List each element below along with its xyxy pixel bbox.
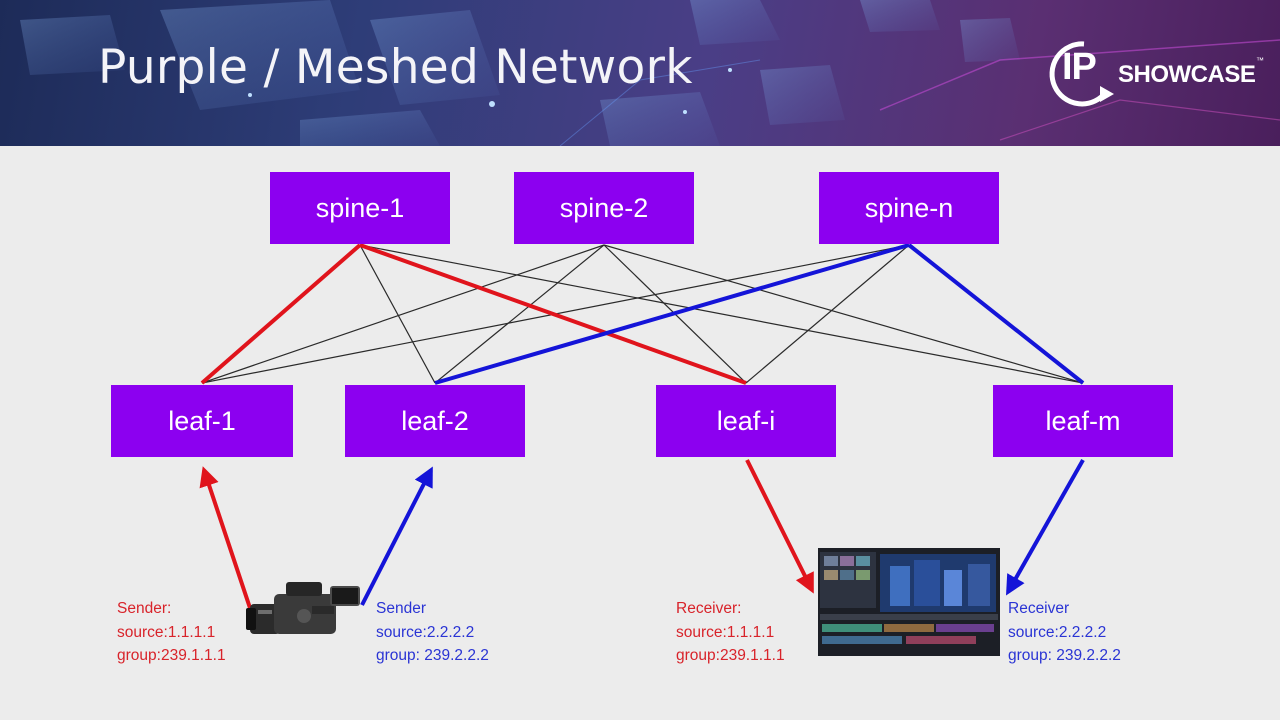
red-path-spine-1-leaf-1 [200,243,362,385]
mesh-link-spine-1-leaf-2 [359,244,436,384]
red-path-spine-1-leaf-i [359,243,747,385]
spine-2-label: spine-2 [559,192,649,223]
caption-line: Receiver [1008,600,1070,617]
slide-title: Purple / Meshed Network [98,40,693,95]
logo-ip-text: IP [1062,46,1097,88]
blue-path-spine-n-leaf-2 [434,243,910,385]
sender-blue-caption: Sender source:2.2.2.2 group: 239.2.2.2 [376,597,489,668]
highlighted-paths [200,243,1085,385]
ip-showcase-logo: IP SHOWCASE ™ [1044,40,1270,108]
mesh-link-spine-1-leaf-m [359,244,1084,384]
receiver-blue-caption: Receiver source:2.2.2.2 group: 239.2.2.2 [1008,597,1121,668]
receiver-red-caption: Receiver: source:1.1.1.1 group:239.1.1.1 [676,597,785,668]
caption-line: group: 239.2.2.2 [1008,647,1121,664]
mesh-link-spine-2-leaf-1 [201,244,605,384]
leaf-2-node: leaf-2 [345,385,525,457]
blue-path-spine-n-leaf-m [907,243,1085,385]
caption-line: source:2.2.2.2 [376,623,475,641]
spine-1-label: spine-1 [315,192,405,223]
caption-line: group:239.1.1.1 [676,647,785,664]
header-banner: Purple / Meshed Network IP SHOWCASE ™ [0,0,1280,146]
caption-line: source:2.2.2.2 [1008,623,1107,641]
caption-line: Sender [376,600,426,617]
sender-blue-arrow [360,466,433,606]
caption-line: source:1.1.1.1 [117,623,216,641]
leaf-i-label: leaf-i [716,405,776,436]
leaf-i-node: leaf-i [656,385,836,457]
leaf-2-label: leaf-2 [401,405,469,436]
logo-wordmark: SHOWCASE [1118,61,1256,88]
receiver-blue-arrow [1006,459,1085,596]
logo-trademark: ™ [1256,56,1264,65]
caption-line: group:239.1.1.1 [117,647,226,664]
caption-line: Sender: [117,600,172,617]
mesh-link-spine-n-leaf-i [745,244,910,384]
mesh-link-spine-2-leaf-m [603,244,1084,384]
sender-red-caption: Sender: source:1.1.1.1 group:239.1.1.1 [117,597,226,668]
spine-n-label: spine-n [864,192,954,223]
sender-red-arrow [199,466,252,609]
leaf-m-node: leaf-m [993,385,1173,457]
caption-line: group: 239.2.2.2 [376,647,489,664]
caption-line: source:1.1.1.1 [676,623,775,641]
header-background-art [20,0,1280,146]
spine-1-node: spine-1 [270,172,450,244]
leaf-1-label: leaf-1 [168,405,236,436]
mesh-link-spine-2-leaf-2 [434,244,605,384]
spine-2-node: spine-2 [514,172,694,244]
video-editor-icon [818,548,1000,656]
receiver-red-arrow [745,459,814,594]
spine-n-node: spine-n [819,172,999,244]
caption-line: Receiver: [676,600,742,617]
camera-icon [246,582,360,634]
leaf-m-label: leaf-m [1045,405,1121,436]
leaf-1-node: leaf-1 [111,385,293,457]
logo-badge-icon [1049,41,1114,107]
